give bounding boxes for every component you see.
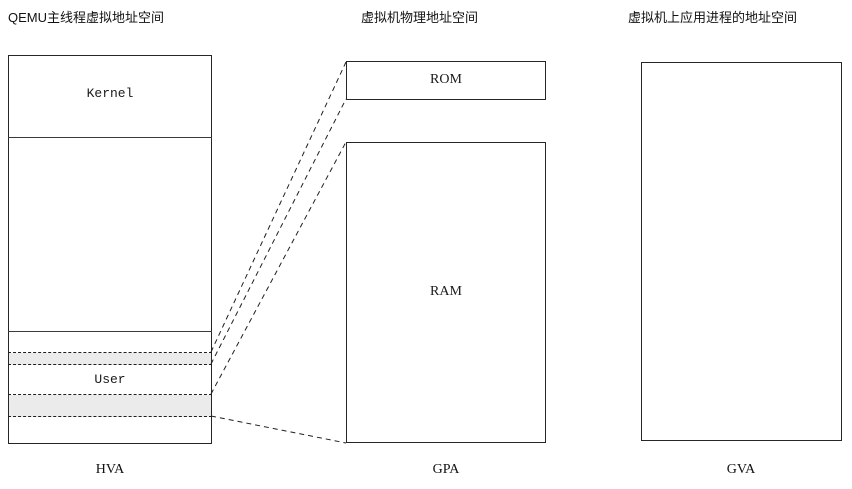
column-title-gpa: 虚拟机物理地址空间 [361, 10, 479, 25]
gpa-rom-label: ROM [430, 72, 462, 87]
connector-hva-to-ram-top [210, 141, 347, 395]
hva-mapped-band-1 [9, 353, 211, 365]
hva-address-space-box [8, 55, 212, 444]
gpa-ram-label: RAM [430, 284, 462, 299]
footer-label-gpa: GPA [432, 462, 460, 477]
connector-hva-to-rom-top [210, 61, 347, 353]
column-title-hva: QEMU主线程虚拟地址空间 [8, 10, 165, 25]
hva-region-boundary-4 [8, 416, 212, 417]
hva-mapped-band-2 [9, 395, 211, 417]
footer-label-hva: HVA [95, 462, 125, 477]
gpa-rom-box [346, 61, 546, 100]
hva-kernel-user-divider [8, 137, 212, 138]
column-title-gva: 虚拟机上应用进程的地址空间 [628, 10, 798, 25]
connector-hva-to-ram-bottom [210, 415, 347, 444]
hva-user-region-divider [8, 331, 212, 332]
footer-label-gva: GVA [726, 462, 756, 477]
hva-kernel-label: Kernel [86, 86, 134, 101]
hva-region-boundary-2 [8, 364, 212, 365]
gva-address-space-box [641, 62, 842, 441]
connector-hva-to-rom-bottom [210, 98, 347, 365]
hva-region-boundary-1 [8, 352, 212, 353]
hva-region-boundary-3 [8, 394, 212, 395]
gpa-ram-box [346, 142, 546, 443]
hva-user-label: User [94, 372, 126, 387]
